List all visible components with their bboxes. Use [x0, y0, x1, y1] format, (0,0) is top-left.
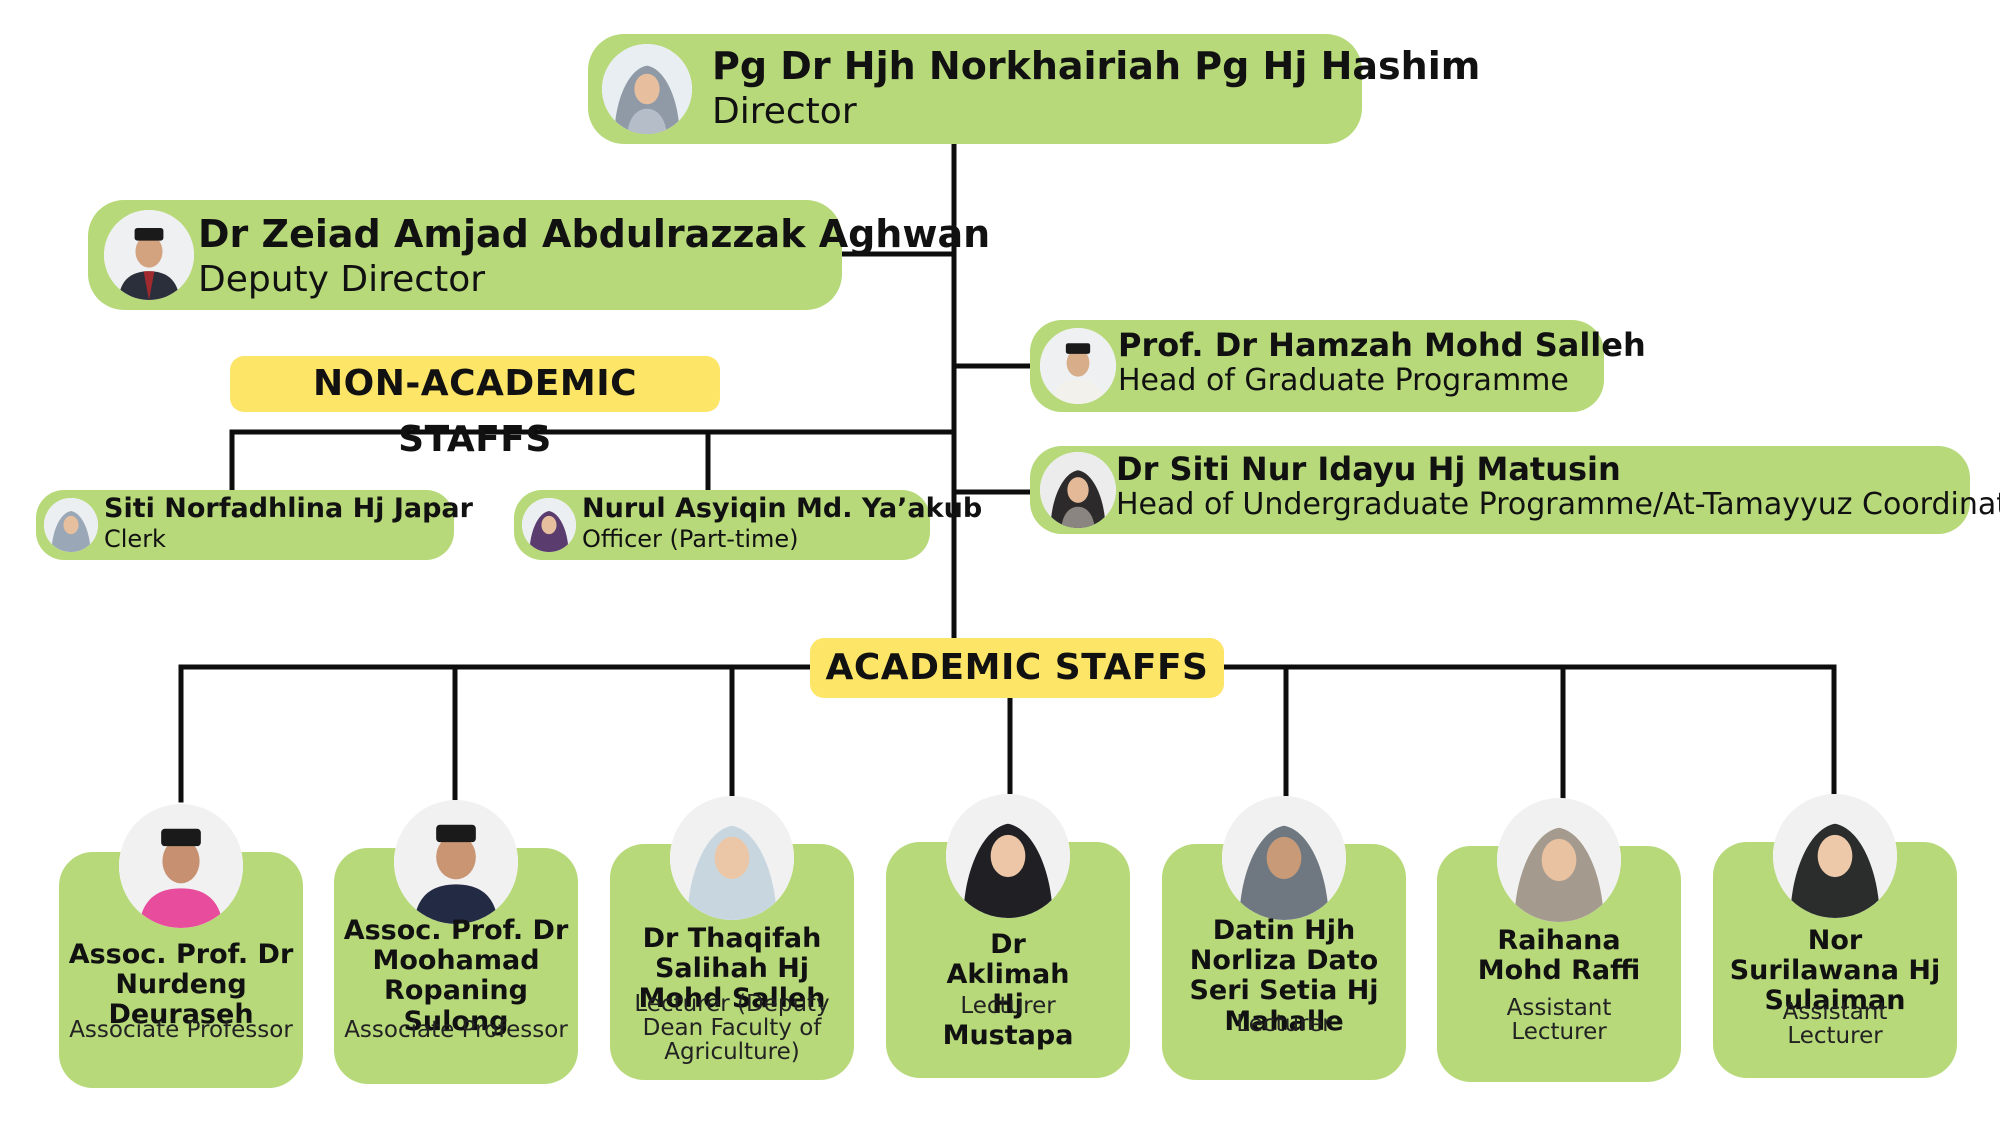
academic-staff-role: Assistant Lecturer — [1782, 999, 1888, 1050]
undergrad-head-box: Dr Siti Nur Idayu Hj Matusin Head of Und… — [1030, 446, 2000, 534]
academic-staff-name: Assoc. Prof. Dr Nurdeng Deuraseh — [68, 939, 294, 1031]
academic-staff-role: Associate Professor — [344, 1017, 568, 1043]
person-hijab-icon — [1773, 794, 1897, 918]
person-hijab-icon — [602, 44, 692, 134]
undergrad-head-role: Head of Undergraduate Programme/At-Tamay… — [1116, 487, 2000, 522]
person-hijab-icon — [1040, 452, 1116, 528]
academic-staff-name: Assoc. Prof. Dr Moohamad Ropaning Sulong — [343, 915, 569, 1037]
academic-staff-card: Nor Surilawana Hj Sulaiman Assistant Lec… — [1713, 794, 1957, 1078]
academic-staff-role: Lecturer (Deputy Dean Faculty of Agricul… — [634, 991, 830, 1066]
academic-staff-role: Lecturer — [960, 993, 1056, 1019]
person-songkok-icon — [104, 210, 194, 300]
academic-staff-name: Raihana Mohd Raffi — [1477, 925, 1641, 987]
deputy-name: Dr Zeiad Amjad Abdulrazzak Aghwan — [198, 212, 991, 256]
academic-staff-role: Associate Professor — [69, 1017, 293, 1043]
director-name: Pg Dr Hjh Norkhairiah Pg Hj Hashim — [712, 44, 1481, 88]
person-hijab-icon — [522, 498, 576, 552]
academic-staff-card: Assoc. Prof. Dr Moohamad Ropaning Sulong… — [334, 800, 578, 1084]
graduate-head-box: Prof. Dr Hamzah Mohd Salleh Head of Grad… — [1030, 320, 1646, 412]
graduate-head-name: Prof. Dr Hamzah Mohd Salleh — [1118, 326, 1646, 364]
person-hijab-icon — [1222, 796, 1346, 920]
academic-staff-name: Dr Thaqifah Salihah Hj Mohd Salleh — [638, 923, 826, 1015]
academic-staff-name: Nor Surilawana Hj Sulaiman — [1729, 925, 1941, 1017]
non-academic-staff-role: Clerk — [104, 525, 166, 553]
non-academic-staff-name: Nurul Asyiqin Md. Ya’akub — [582, 493, 983, 524]
academic-staff-card: Dr Aklimah Hj Mustapa Lecturer — [886, 794, 1130, 1078]
academic-staff-card: Datin Hjh Norliza Dato Seri Setia Hj Mah… — [1162, 796, 1406, 1080]
graduate-head-role: Head of Graduate Programme — [1118, 363, 1569, 398]
person-hijab-icon — [946, 794, 1070, 918]
person-songkok-icon — [394, 800, 518, 924]
academic-staff-card: Assoc. Prof. Dr Nurdeng Deuraseh Associa… — [59, 804, 303, 1088]
person-songkok-icon — [119, 804, 243, 928]
academic-staff-card: Dr Thaqifah Salihah Hj Mohd Salleh Lectu… — [610, 796, 854, 1080]
non-academic-staff-officer: Nurul Asyiqin Md. Ya’akub Officer (Part-… — [514, 490, 982, 560]
person-hijab-icon — [1497, 798, 1621, 922]
director-role: Director — [712, 91, 857, 132]
non-academic-staff-clerk: Siti Norfadhlina Hj Japar Clerk — [36, 490, 473, 560]
non-academic-label: NON-ACADEMIC STAFFS — [230, 356, 720, 460]
deputy-box: Dr Zeiad Amjad Abdulrazzak Aghwan Deputy… — [88, 200, 990, 310]
academic-staff-role: Lecturer — [1236, 1011, 1332, 1037]
academic-staff-role: Assistant Lecturer — [1506, 995, 1612, 1046]
academic-staff-name: Datin Hjh Norliza Dato Seri Setia Hj Mah… — [1189, 915, 1379, 1037]
person-hijab-icon — [670, 796, 794, 920]
academic-staff-card: Raihana Mohd Raffi Assistant Lecturer — [1437, 798, 1681, 1082]
undergrad-head-name: Dr Siti Nur Idayu Hj Matusin — [1116, 450, 1621, 488]
person-songkok-icon — [1040, 328, 1116, 404]
non-academic-staff-name: Siti Norfadhlina Hj Japar — [104, 493, 473, 524]
deputy-role: Deputy Director — [198, 259, 486, 300]
non-academic-staff-role: Officer (Part-time) — [582, 525, 799, 553]
academic-label: ACADEMIC STAFFS — [810, 638, 1224, 698]
person-hijab-icon — [44, 498, 98, 552]
academic-staff-name: Dr Aklimah Hj Mustapa — [942, 929, 1074, 1051]
director-box: Pg Dr Hjh Norkhairiah Pg Hj Hashim Direc… — [588, 34, 1480, 144]
